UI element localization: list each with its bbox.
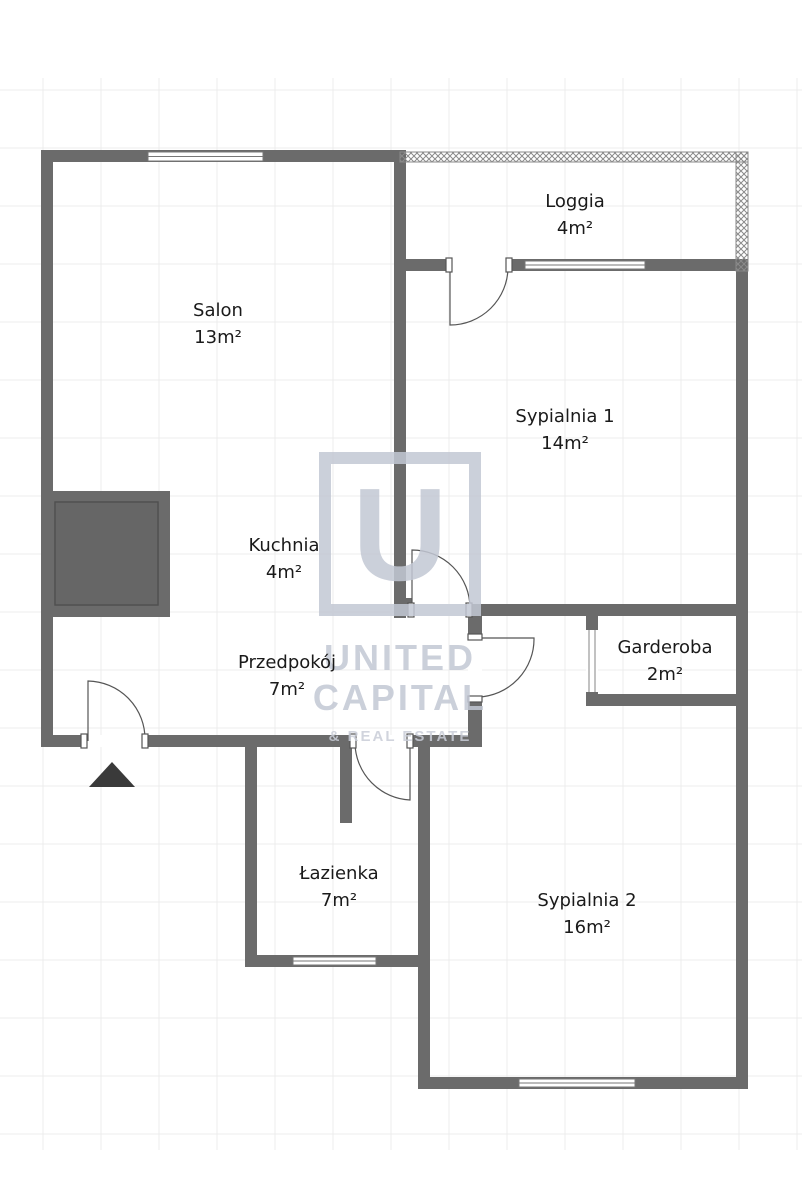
room-name: Loggia [545, 191, 605, 212]
room-sypialnia-1: Sypialnia 1 14m² [515, 406, 614, 454]
room-lazienka: Łazienka 7m² [298, 863, 378, 911]
room-garderoba: Garderoba 2m² [617, 637, 712, 685]
room-sypialnia-2: Sypialnia 2 16m² [537, 890, 636, 938]
room-name: Salon [193, 300, 243, 321]
room-name: Sypialnia 1 [515, 406, 614, 427]
room-name: Garderoba [617, 637, 712, 658]
room-labels: Loggia 4m² Salon 13m² Sypialnia 1 14m² K… [193, 191, 712, 938]
room-area: 7m² [269, 679, 305, 700]
room-salon: Salon 13m² [193, 300, 243, 348]
room-area: 4m² [557, 218, 593, 239]
room-przedpokoj: Przedpokój 7m² [238, 652, 336, 700]
kitchen-counter [53, 491, 170, 617]
entrance-arrow-icon [89, 762, 135, 787]
room-name: Sypialnia 2 [537, 890, 636, 911]
room-area: 4m² [266, 562, 302, 583]
room-name: Kuchnia [248, 535, 319, 556]
room-loggia: Loggia 4m² [545, 191, 605, 239]
watermark: U UNITED CAPITAL & REAL ESTATE [313, 452, 487, 745]
watermark-logo: U [352, 461, 447, 608]
room-area: 16m² [563, 917, 611, 938]
room-area: 7m² [321, 890, 357, 911]
room-name: Przedpokój [238, 652, 336, 673]
room-kuchnia: Kuchnia 4m² [248, 535, 319, 583]
walls [41, 150, 748, 1089]
room-area: 2m² [647, 664, 683, 685]
loggia-railing [399, 151, 749, 272]
room-area: 14m² [541, 433, 589, 454]
watermark-line-3: & REAL ESTATE [329, 728, 472, 745]
room-area: 13m² [194, 327, 242, 348]
watermark-line-2: CAPITAL [313, 677, 487, 718]
windows [147, 151, 646, 1088]
watermark-line-1: UNITED [324, 637, 476, 678]
room-name: Łazienka [298, 863, 378, 884]
